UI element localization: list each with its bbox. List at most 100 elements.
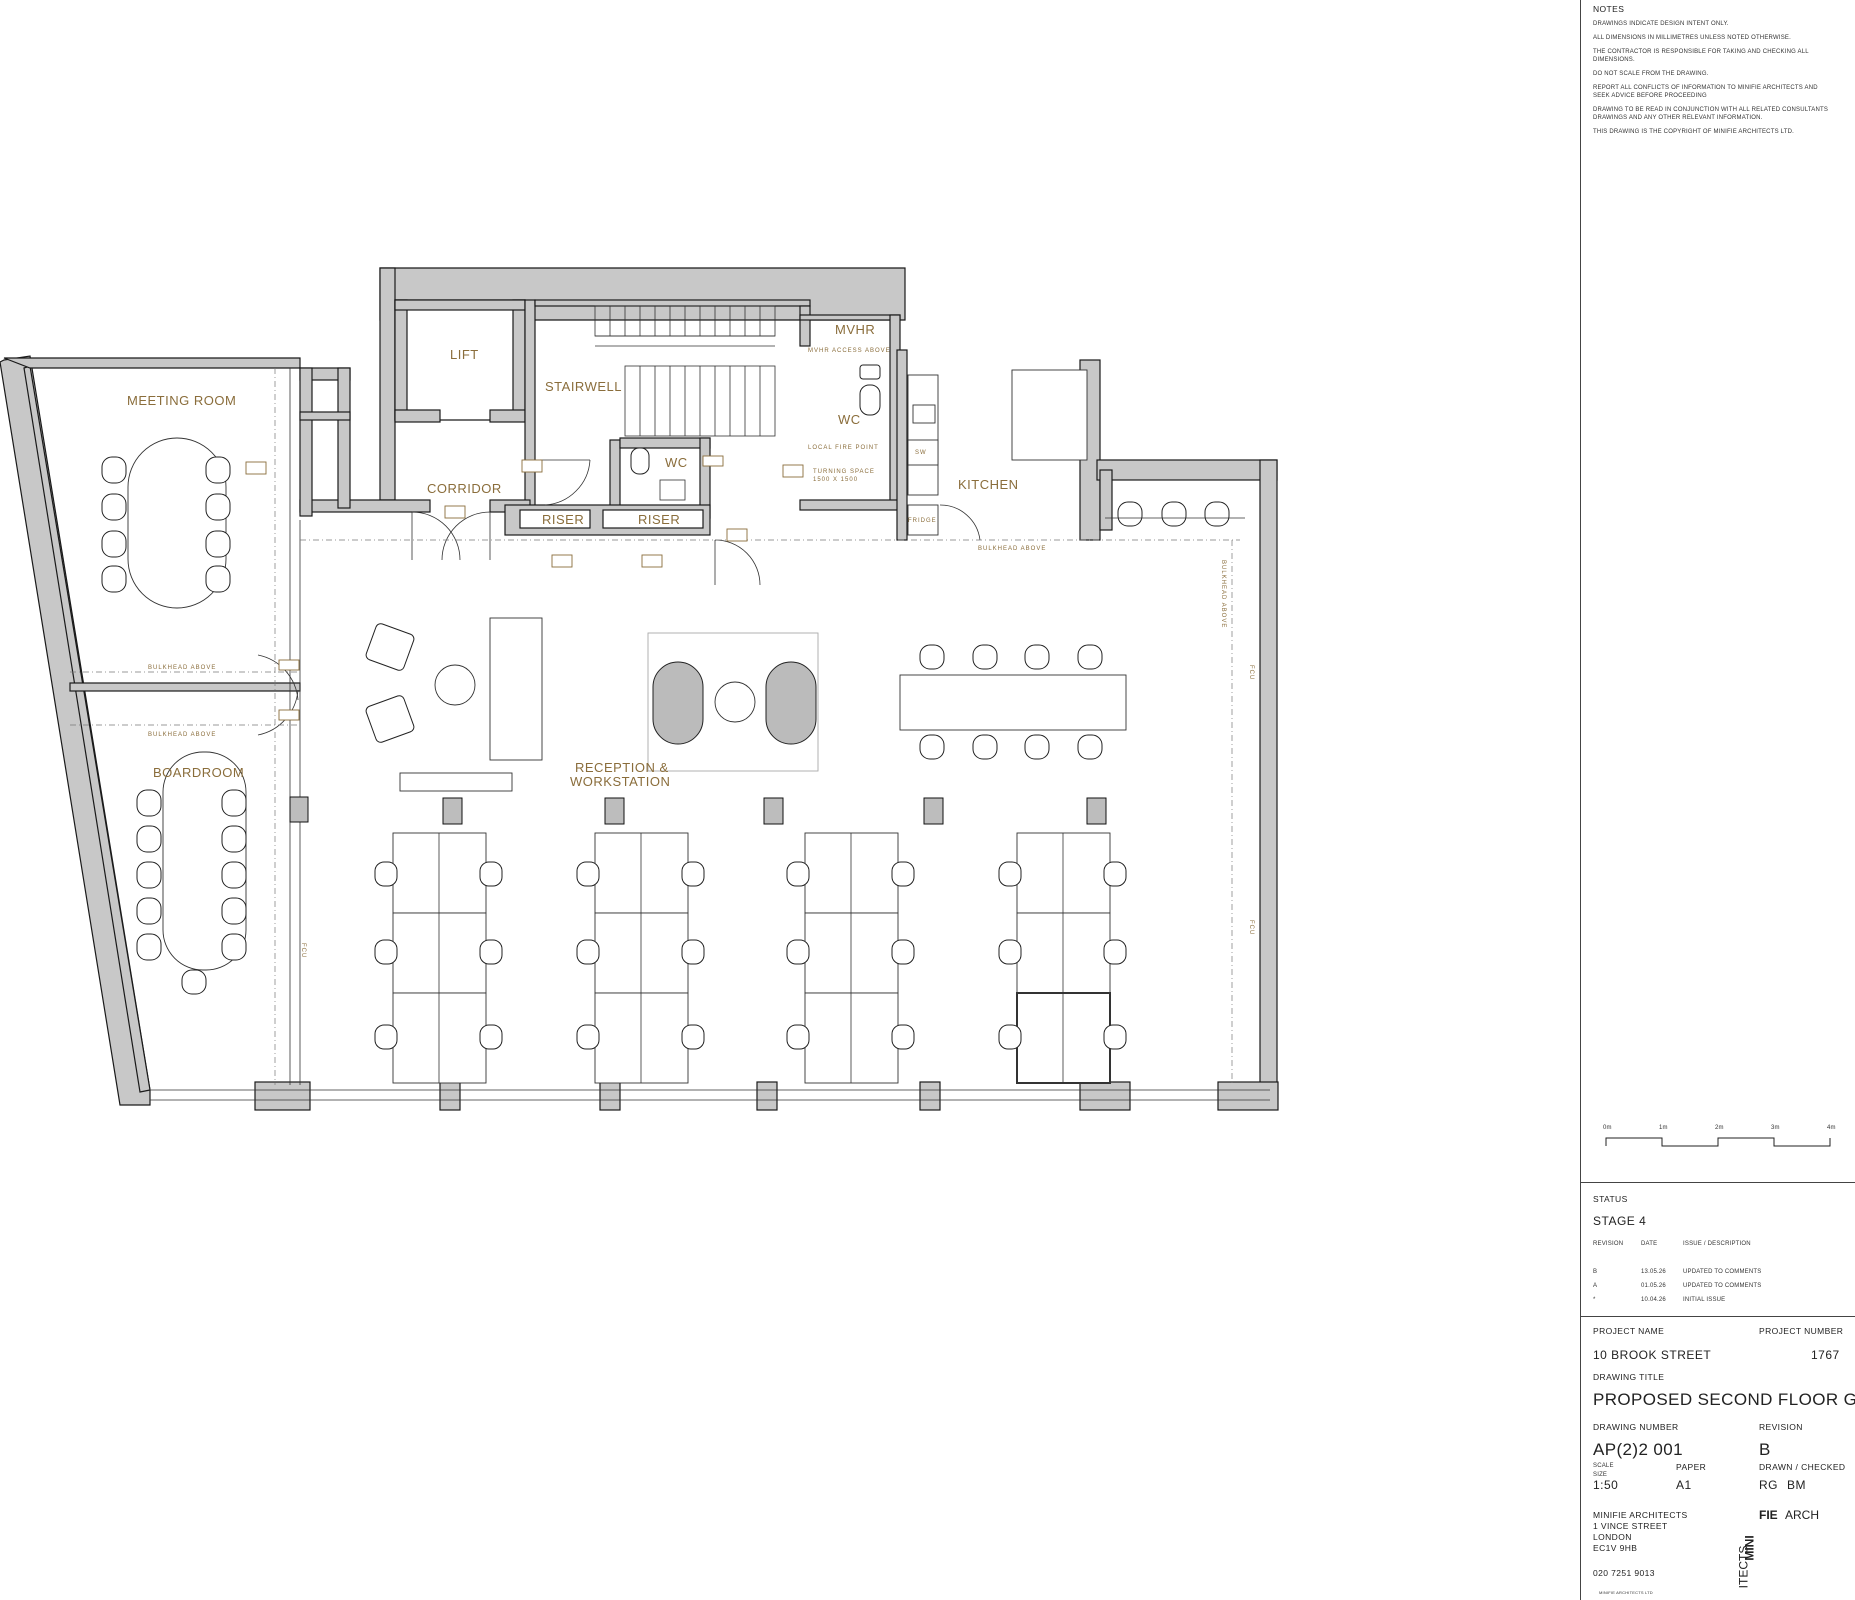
checked-by: BM <box>1787 1478 1806 1492</box>
title-block-panel: NOTES DRAWINGS INDICATE DESIGN INTENT ON… <box>1580 0 1855 1600</box>
meeting-table <box>127 437 227 609</box>
note-fcu-1: FCU <box>1248 665 1254 680</box>
note-local-fire-point: LOCAL FIRE POINT <box>808 445 879 451</box>
scale-label: SCALE <box>1593 1463 1614 1469</box>
revision-code: A <box>1593 1283 1598 1289</box>
scale-tick-label: 0m <box>1603 1125 1612 1131</box>
revision-date: 01.05.26 <box>1641 1283 1666 1289</box>
label-riser-2: RISER <box>638 512 680 527</box>
logo-word: ARCH <box>1785 1508 1820 1522</box>
note-item: THE CONTRACTOR IS RESPONSIBLE FOR TAKING… <box>1593 49 1809 63</box>
label-meeting-room: MEETING ROOM <box>127 393 236 408</box>
project-number-label: PROJECT NUMBER <box>1759 1326 1844 1336</box>
revision-header: REVISION <box>1593 1241 1624 1247</box>
label-corridor: CORRIDOR <box>427 481 502 496</box>
label-reception: RECEPTION & <box>575 760 669 775</box>
label-boardroom: BOARDROOM <box>153 765 244 780</box>
project-number: 1767 <box>1811 1348 1840 1362</box>
revision-code: B <box>1593 1269 1598 1275</box>
minifie-logo: MINI FIE ARCH ITECTS <box>1736 1505 1849 1590</box>
revision-date: 10.04.26 <box>1641 1297 1666 1303</box>
drawing-title-label: DRAWING TITLE <box>1593 1372 1665 1382</box>
revision-value: B <box>1759 1440 1771 1459</box>
office-line: MINIFIE ARCHITECTS <box>1593 1510 1688 1520</box>
room-labels: MEETING ROOM BOARDROOM LIFT STAIRWELL CO… <box>127 322 1019 789</box>
note-turning-space: TURNING SPACE <box>813 469 875 475</box>
door-tags <box>245 455 804 721</box>
revision-desc: UPDATED TO COMMENTS <box>1683 1269 1762 1275</box>
note-fridge: FRIDGE <box>908 518 937 524</box>
long-table-chairs <box>919 644 1103 760</box>
revision-date: 13.05.26 <box>1641 1269 1666 1275</box>
stair-treads <box>594 305 776 437</box>
label-workstation: WORKSTATION <box>570 774 670 789</box>
office-line: EC1V 9HB <box>1593 1543 1638 1553</box>
project-name: 10 BROOK STREET <box>1593 1348 1712 1362</box>
note-item: DRAWING TO BE READ IN CONJUNCTION WITH A… <box>1593 107 1829 121</box>
issue-header: ISSUE / DESCRIPTION <box>1683 1241 1751 1247</box>
scale-value: 1:50 <box>1593 1478 1619 1492</box>
scale-tick-label: 2m <box>1715 1125 1724 1131</box>
bulkhead-lines <box>70 368 1240 1085</box>
note-item: THIS DRAWING IS THE COPYRIGHT OF MINIFIE… <box>1593 129 1794 135</box>
reception-furniture <box>365 617 1127 792</box>
floor-plan: MEETING ROOM BOARDROOM LIFT STAIRWELL CO… <box>0 267 1279 1111</box>
note-item: REPORT ALL CONFLICTS OF INFORMATION TO M… <box>1593 85 1818 99</box>
status-label: STATUS <box>1593 1194 1628 1204</box>
footer-text: MINIFIE ARCHITECTS LTD <box>1599 1590 1653 1595</box>
office-line: 1 VINCE STREET <box>1593 1521 1668 1531</box>
paper-label: PAPER <box>1676 1462 1707 1472</box>
logo-word: FIE <box>1759 1508 1778 1522</box>
note-item: ALL DIMENSIONS IN MILLIMETRES UNLESS NOT… <box>1593 35 1791 41</box>
revision-code: * <box>1593 1297 1596 1303</box>
workstations <box>374 832 1127 1084</box>
scale-tick-label: 1m <box>1659 1125 1668 1131</box>
revision-desc: INITIAL ISSUE <box>1683 1297 1726 1303</box>
note-item: DRAWINGS INDICATE DESIGN INTENT ONLY. <box>1593 21 1729 27</box>
notes-list: DRAWINGS INDICATE DESIGN INTENT ONLY. AL… <box>1593 20 1833 142</box>
notes-title: NOTES <box>1593 4 1625 14</box>
scale-bar-graphic <box>1605 1137 1831 1147</box>
scale-tick-label: 4m <box>1827 1125 1836 1131</box>
size-label: SIZE <box>1593 1472 1608 1478</box>
revision-label: REVISION <box>1759 1422 1803 1432</box>
label-mvhr: MVHR <box>835 322 875 337</box>
note-turning-space-dims: 1500 X 1500 <box>813 477 858 483</box>
note-bulkhead-above-1: BULKHEAD ABOVE <box>978 546 1046 552</box>
wc-fixtures <box>630 364 881 501</box>
boardroom-chairs <box>136 789 247 995</box>
label-riser-1: RISER <box>542 512 584 527</box>
building-walls <box>0 267 1279 1111</box>
note-mvhr-access: MVHR ACCESS ABOVE <box>808 348 891 354</box>
label-wc-2: WC <box>838 412 861 427</box>
drawing-title: PROPOSED SECOND FLOOR GA <box>1593 1390 1855 1409</box>
note-item: DO NOT SCALE FROM THE DRAWING. <box>1593 71 1709 77</box>
drawing-number-label: DRAWING NUMBER <box>1593 1422 1679 1432</box>
scale-tick-label: 3m <box>1771 1125 1780 1131</box>
status-value: STAGE 4 <box>1593 1214 1647 1228</box>
label-kitchen: KITCHEN <box>958 477 1019 492</box>
office-phone: 020 7251 9013 <box>1593 1568 1655 1578</box>
note-bulkhead-above-3: BULKHEAD ABOVE <box>148 732 216 738</box>
note-fcu-3: FCU <box>300 943 306 958</box>
paper-value: A1 <box>1676 1478 1692 1492</box>
note-fcu-2: FCU <box>1248 920 1254 935</box>
note-sw: SW <box>915 450 927 456</box>
drawn-checked-label: DRAWN / CHECKED <box>1759 1462 1846 1472</box>
label-lift: LIFT <box>450 347 479 362</box>
plan-notes: MVHR ACCESS ABOVE LOCAL FIRE POINT TURNI… <box>148 348 1254 958</box>
office-line: LONDON <box>1593 1532 1632 1542</box>
kitchen-fittings <box>907 369 1245 536</box>
project-name-label: PROJECT NAME <box>1593 1326 1665 1336</box>
note-bulkhead-above-2: BULKHEAD ABOVE <box>148 665 216 671</box>
logo-word: ITECTS <box>1736 1545 1751 1589</box>
drawing-number: AP(2)2 001 <box>1593 1440 1683 1459</box>
label-stairwell: STAIRWELL <box>545 379 622 394</box>
revision-desc: UPDATED TO COMMENTS <box>1683 1283 1762 1289</box>
columns <box>289 796 1107 825</box>
date-header: DATE <box>1641 1241 1658 1247</box>
label-wc-1: WC <box>665 455 688 470</box>
drawn-by: RG <box>1759 1478 1778 1492</box>
meeting-chairs <box>101 456 231 593</box>
note-bulkhead-above-vertical: BULKHEAD ABOVE <box>1220 560 1226 628</box>
